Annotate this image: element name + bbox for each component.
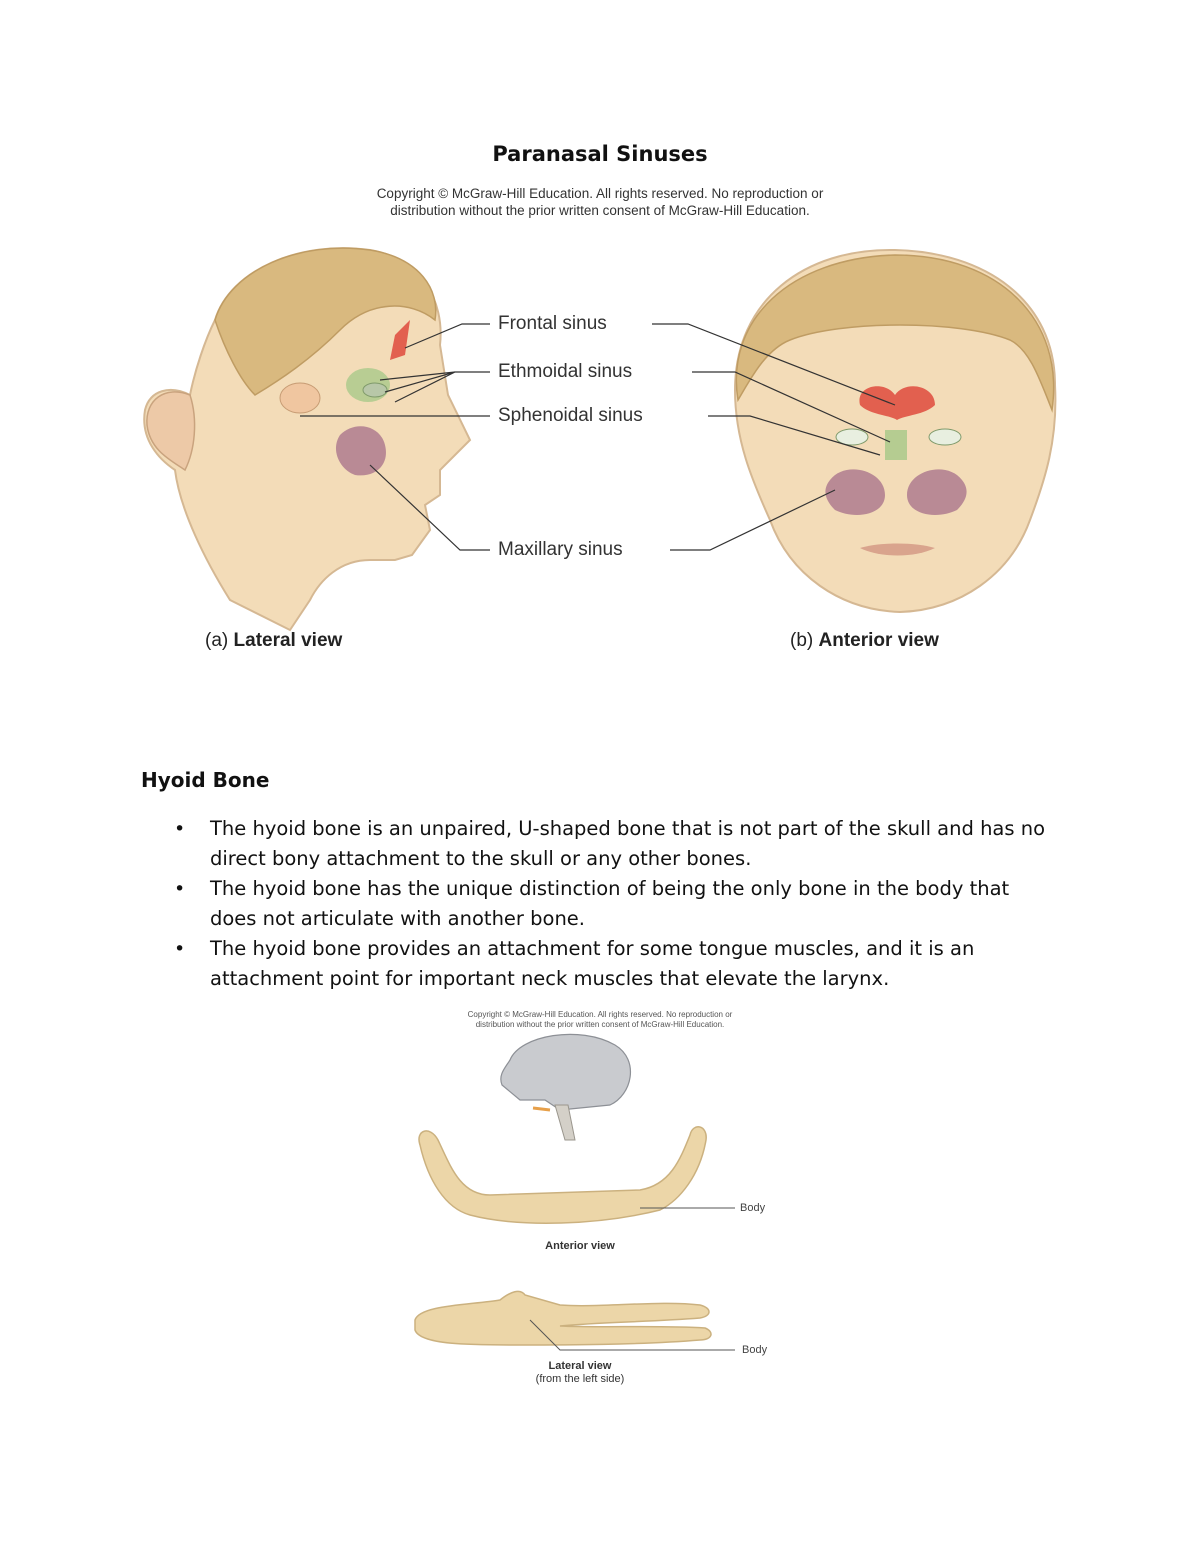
anterior-eye-left [928,428,962,446]
ear-shape [146,391,196,472]
caption-a-title: Lateral view [233,630,343,651]
caption-a-prefix: (a) [205,630,229,651]
hyoid-lateral-bone [414,1290,712,1346]
hyoid-heading: Hyoid Bone [141,768,270,792]
copyright-small-line-1: Copyright © McGraw-Hill Education. All r… [467,1010,733,1019]
copyright-notice-small: Copyright © McGraw-Hill Education. All r… [350,1010,850,1030]
leader-lines [300,323,896,551]
copyright-small-line-2: distribution without the prior written c… [475,1020,725,1029]
hyoid-bullet-list: The hyoid bone is an unpaired, U-shaped … [170,814,1050,994]
copyright-notice: Copyright © McGraw-Hill Education. All r… [300,185,900,219]
label-frontal-sinus: Frontal sinus [498,313,607,334]
page-title: Paranasal Sinuses [492,142,708,166]
maxillary-leader-left [369,464,490,551]
ethmoidal-leader-right [692,371,891,443]
label-body-lateral: Body [742,1344,768,1356]
skull-shape [500,1033,631,1111]
caption-hyoid-anterior-view: Anterior view [545,1240,615,1252]
label-sphenoidal-sinus: Sphenoidal sinus [498,405,643,426]
ethmoidal-leader-left [379,371,490,403]
anterior-ethmoidal-sinus [885,430,907,460]
list-item: The hyoid bone has the unique distinctio… [170,874,1050,934]
lateral-head-figure [143,247,472,632]
lateral-frontal-sinus [390,320,410,360]
label-ethmoidal-sinus: Ethmoidal sinus [498,361,633,382]
label-body-anterior: Body [740,1202,766,1214]
lateral-sphenoidal-sinus [279,382,321,414]
hyoid-anterior-bone [418,1126,707,1224]
anterior-maxillary-sinus-left [907,469,967,515]
lateral-maxillary-sinus [335,426,386,476]
anterior-frontal-sinus [859,386,935,420]
skull-thumbnail [500,1033,631,1141]
caption-hyoid-lateral-view: Lateral view [548,1360,612,1372]
anterior-hair [735,254,1055,413]
caption-hyoid-lateral-subcaption: (from the left side) [535,1373,625,1385]
sphenoidal-leader-right [708,415,881,456]
lateral-eye [362,382,388,398]
hyoid-lateral-body-leader [529,1319,735,1351]
caption-lateral-view: (a) Lateral view [205,630,342,652]
label-maxillary-sinus: Maxillary sinus [498,539,623,560]
caption-anterior-view: (b) Anterior view [790,630,939,652]
anterior-eye-right [835,428,869,446]
copyright-line-2: distribution without the prior written c… [390,203,810,218]
list-item: The hyoid bone provides an attachment fo… [170,934,1050,994]
frontal-leader-right [652,323,896,406]
lateral-hair [214,247,437,396]
caption-b-title: Anterior view [818,630,939,651]
hyoid-location-marker [532,1106,551,1112]
anterior-maxillary-sinus-right [825,469,885,515]
anterior-mouth [860,543,935,556]
copyright-line-1: Copyright © McGraw-Hill Education. All r… [376,186,824,201]
anterior-head-figure [733,248,1057,614]
maxillary-leader-right [670,489,836,551]
caption-b-prefix: (b) [790,630,814,651]
frontal-leader-left [404,323,490,349]
cervical-spine [554,1104,576,1141]
list-item: The hyoid bone is an unpaired, U-shaped … [170,814,1050,874]
